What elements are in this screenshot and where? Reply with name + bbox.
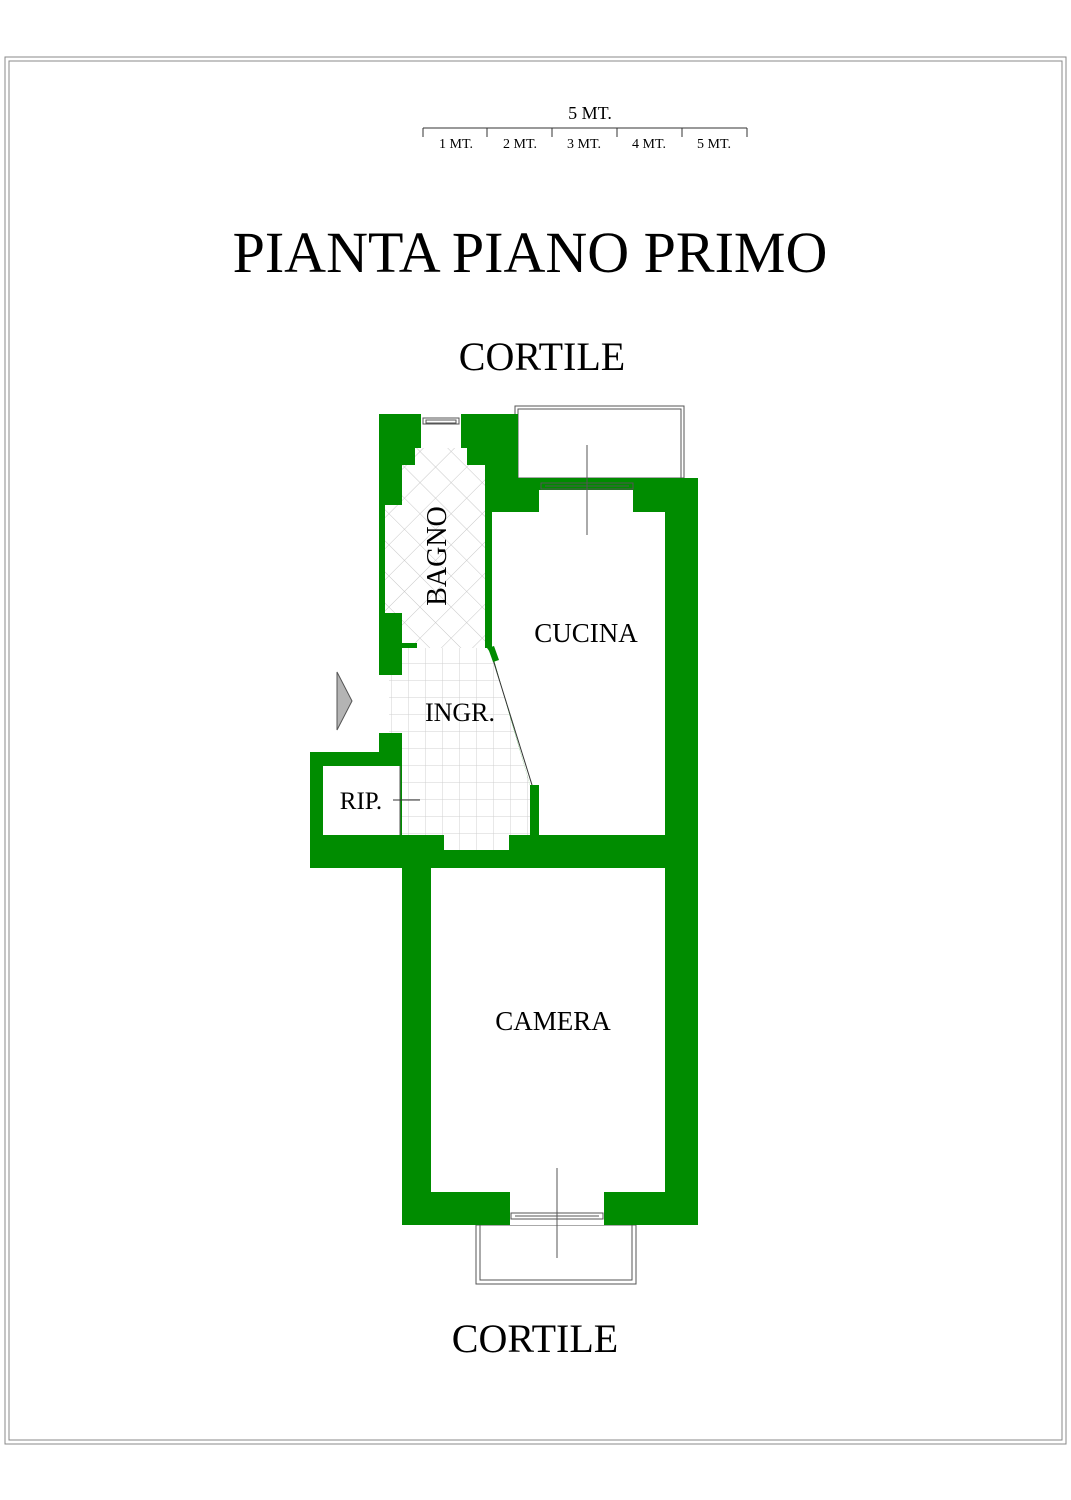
label-camera: CAMERA	[495, 1006, 611, 1036]
label-ripostiglio: RIP.	[340, 788, 382, 815]
room-bagno	[385, 448, 485, 648]
door-stub	[488, 646, 499, 662]
label-ingresso: INGR.	[425, 698, 495, 727]
page-title: PIANTA PIANO PRIMO	[233, 220, 828, 285]
scale-segment-label: 1 MT.	[439, 137, 473, 152]
scale-segment-label: 4 MT.	[632, 137, 666, 152]
room-ripostiglio	[323, 766, 400, 835]
bagno-window	[421, 414, 461, 449]
scale-bar	[422, 127, 748, 137]
cucina-window	[540, 445, 634, 535]
scale-segment-label: 5 MT.	[697, 137, 731, 152]
balcony-top	[514, 405, 685, 479]
bagno-window-frame	[422, 417, 460, 425]
label-bagno: BAGNO	[422, 506, 453, 606]
cortile-top-label: CORTILE	[459, 334, 625, 379]
frame-outer	[4, 56, 1067, 1445]
frame-inner	[8, 60, 1063, 1441]
room-ingresso	[389, 648, 530, 850]
cortile-bottom-label: CORTILE	[452, 1316, 618, 1361]
entry-arrow-icon	[336, 671, 353, 731]
scale-segment-label: 3 MT.	[567, 137, 601, 152]
room-cucina	[492, 490, 665, 835]
room-camera	[431, 868, 665, 1192]
camera-window	[510, 1168, 604, 1258]
door-swing	[489, 649, 533, 786]
label-cucina: CUCINA	[534, 618, 638, 648]
scale-segment-label: 2 MT.	[503, 137, 537, 152]
scale-total-label: 5 MT.	[568, 103, 612, 123]
balcony-bottom	[475, 1224, 637, 1285]
